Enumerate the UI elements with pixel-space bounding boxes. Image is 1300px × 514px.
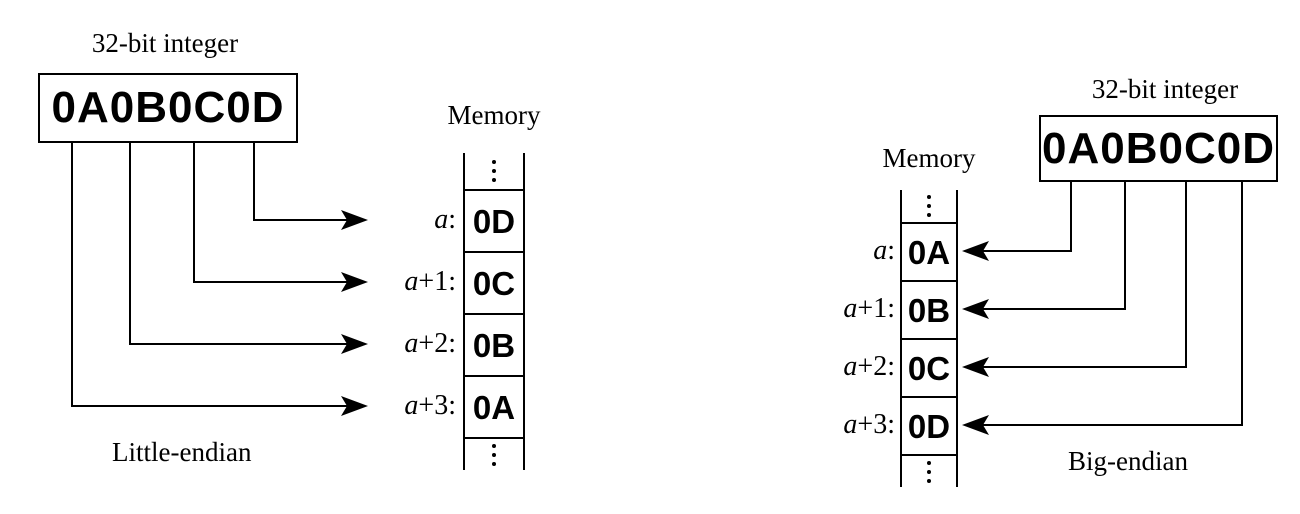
be-arrow-0b-to-a1 <box>962 182 1126 319</box>
byte-value: 0C <box>907 349 951 387</box>
be-arrow-0d-to-a3 <box>962 182 1243 435</box>
little-endian-address-a1: a+1: <box>404 266 456 297</box>
ellipsis-bottom-icon <box>465 437 523 470</box>
little-endian-integer-label: 32-bit integer <box>91 28 239 58</box>
big-endian-address-a: a: <box>873 235 895 266</box>
big-endian-integer-label: 32-bit integer <box>1091 74 1239 104</box>
big-endian-caption: Big-endian <box>1068 446 1188 476</box>
big-endian-address-a1: a+1: <box>843 293 895 324</box>
little-endian-cell-a3: 0A <box>465 375 523 437</box>
little-endian-integer-value: 0A0B0C0D <box>51 83 285 132</box>
little-endian-cell-a1: 0C <box>465 251 523 313</box>
little-endian-memory-column: 0D 0C 0B 0A <box>463 153 525 470</box>
byte-value: 0B <box>907 291 951 329</box>
big-endian-integer-box: 0A0B0C0D <box>1039 115 1278 182</box>
big-endian-memory-label: Memory <box>882 143 976 173</box>
byte-value: 0C <box>472 264 516 302</box>
le-arrow-0d-to-a <box>253 143 368 230</box>
byte-value: 0B <box>472 326 516 364</box>
little-endian-memory-label: Memory <box>447 100 541 130</box>
ellipsis-top-icon <box>465 153 523 189</box>
big-endian-address-a3: a+3: <box>843 409 895 440</box>
little-endian-address-a3: a+3: <box>404 390 456 421</box>
ellipsis-bottom-icon <box>902 454 956 487</box>
big-endian-cell-a: 0A <box>902 222 956 280</box>
le-arrow-0b-to-a2 <box>129 143 368 354</box>
ellipsis-top-icon <box>902 190 956 222</box>
little-endian-cell-a2: 0B <box>465 313 523 375</box>
little-endian-cell-a: 0D <box>465 189 523 251</box>
little-endian-caption: Little-endian <box>112 437 252 467</box>
byte-value: 0D <box>472 202 516 240</box>
be-arrow-0c-to-a2 <box>962 182 1187 377</box>
big-endian-integer-value: 0A0B0C0D <box>1042 123 1275 173</box>
little-endian-address-a2: a+2: <box>404 328 456 359</box>
byte-value: 0D <box>907 407 951 445</box>
le-arrow-0a-to-a3 <box>71 143 368 416</box>
le-arrow-0c-to-a1 <box>193 143 368 292</box>
big-endian-address-a2: a+2: <box>843 351 895 382</box>
little-endian-address-a: a: <box>434 204 456 235</box>
big-endian-cell-a1: 0B <box>902 280 956 338</box>
be-arrow-0a-to-a <box>962 182 1072 261</box>
big-endian-cell-a2: 0C <box>902 338 956 396</box>
byte-value: 0A <box>472 388 516 426</box>
little-endian-integer-box: 0A0B0C0D <box>38 73 298 143</box>
big-endian-cell-a3: 0D <box>902 396 956 454</box>
byte-value: 0A <box>907 233 951 271</box>
big-endian-memory-column: 0A 0B 0C 0D <box>900 190 958 487</box>
